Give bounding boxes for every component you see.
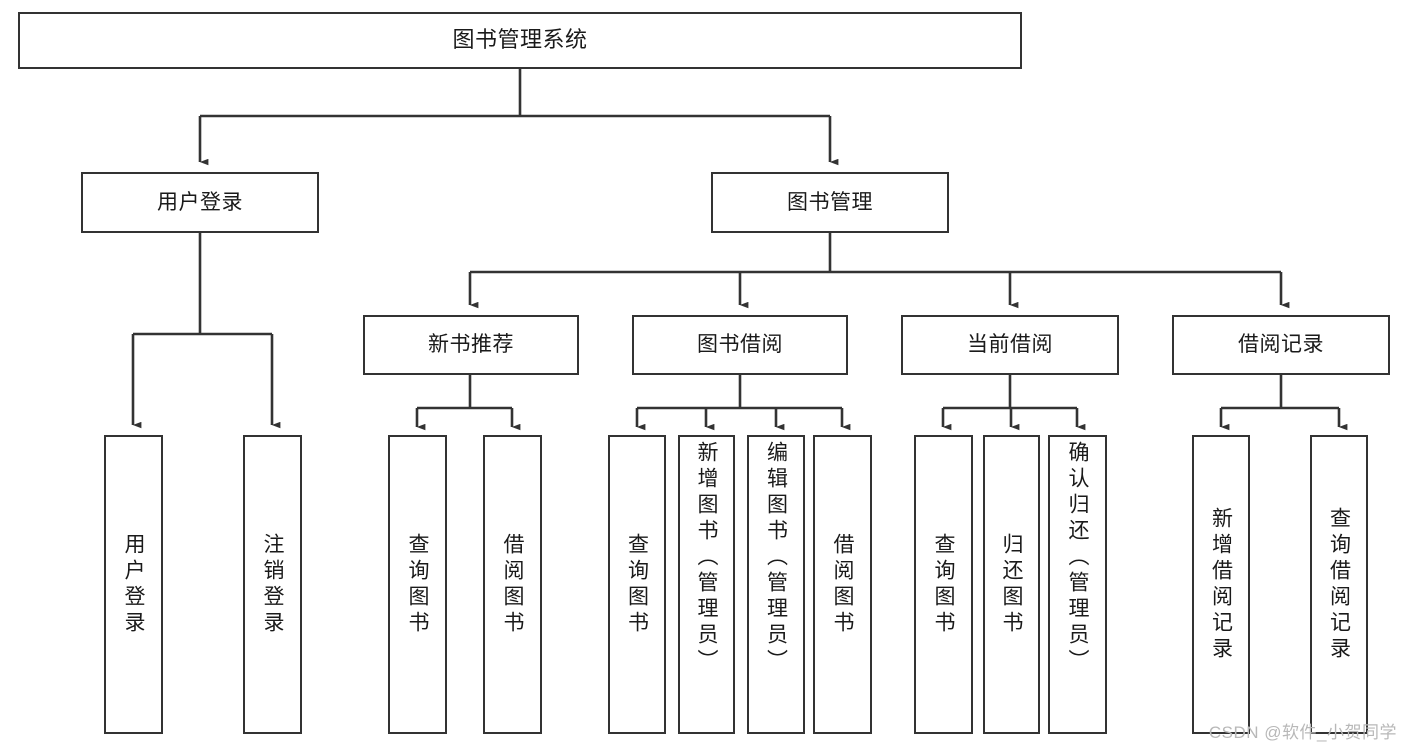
leaf-return-book[interactable]: 归还图书 bbox=[983, 435, 1040, 734]
leaf-query-book-1[interactable]: 查询图书 bbox=[388, 435, 447, 734]
leaf-add-borrow-record[interactable]: 新增借阅记录 bbox=[1192, 435, 1250, 734]
node-root[interactable]: 图书管理系统 bbox=[18, 12, 1022, 69]
node-user-login[interactable]: 用户登录 bbox=[81, 172, 319, 233]
leaf-query-borrow-record-label: 查询借阅记录 bbox=[1327, 506, 1351, 663]
leaf-borrow-book-2[interactable]: 借阅图书 bbox=[813, 435, 872, 734]
leaf-add-borrow-record-label: 新增借阅记录 bbox=[1209, 506, 1233, 663]
leaf-user-login[interactable]: 用户登录 bbox=[104, 435, 163, 734]
node-book-manage-label: 图书管理 bbox=[787, 190, 873, 214]
leaf-query-book-1-label: 查询图书 bbox=[406, 532, 429, 637]
leaf-confirm-return-label: 确认归还（管理员） bbox=[1066, 441, 1089, 675]
leaf-add-book[interactable]: 新增图书（管理员） bbox=[678, 435, 735, 734]
node-borrow-record-label: 借阅记录 bbox=[1238, 333, 1324, 357]
node-new-book-recommend-label: 新书推荐 bbox=[428, 333, 514, 357]
node-user-login-label: 用户登录 bbox=[157, 190, 243, 214]
leaf-user-logout-label: 注销登录 bbox=[261, 532, 284, 637]
leaf-user-login-label: 用户登录 bbox=[122, 532, 145, 637]
leaf-query-book-2-label: 查询图书 bbox=[625, 532, 649, 637]
leaf-add-book-label: 新增图书（管理员） bbox=[695, 441, 718, 675]
leaf-borrow-book-1-label: 借阅图书 bbox=[501, 532, 524, 637]
leaf-borrow-book-2-label: 借阅图书 bbox=[831, 532, 854, 637]
leaf-user-logout[interactable]: 注销登录 bbox=[243, 435, 302, 734]
node-book-manage[interactable]: 图书管理 bbox=[711, 172, 949, 233]
watermark: CSDN @软件_小贺同学 bbox=[1208, 723, 1397, 742]
leaf-borrow-book-1[interactable]: 借阅图书 bbox=[483, 435, 542, 734]
leaf-query-book-3[interactable]: 查询图书 bbox=[914, 435, 973, 734]
leaf-edit-book-label: 编辑图书（管理员） bbox=[764, 441, 788, 675]
node-current-borrow-label: 当前借阅 bbox=[967, 333, 1053, 357]
leaf-return-book-label: 归还图书 bbox=[1000, 532, 1023, 637]
node-root-label: 图书管理系统 bbox=[452, 27, 588, 53]
node-current-borrow[interactable]: 当前借阅 bbox=[901, 315, 1119, 375]
node-book-borrow-label: 图书借阅 bbox=[697, 333, 783, 357]
node-borrow-record[interactable]: 借阅记录 bbox=[1172, 315, 1390, 375]
node-book-borrow[interactable]: 图书借阅 bbox=[632, 315, 848, 375]
leaf-query-book-3-label: 查询图书 bbox=[932, 532, 955, 637]
leaf-edit-book[interactable]: 编辑图书（管理员） bbox=[747, 435, 805, 734]
node-new-book-recommend[interactable]: 新书推荐 bbox=[363, 315, 579, 375]
leaf-query-borrow-record[interactable]: 查询借阅记录 bbox=[1310, 435, 1368, 734]
leaf-confirm-return[interactable]: 确认归还（管理员） bbox=[1048, 435, 1107, 734]
leaf-query-book-2[interactable]: 查询图书 bbox=[608, 435, 666, 734]
